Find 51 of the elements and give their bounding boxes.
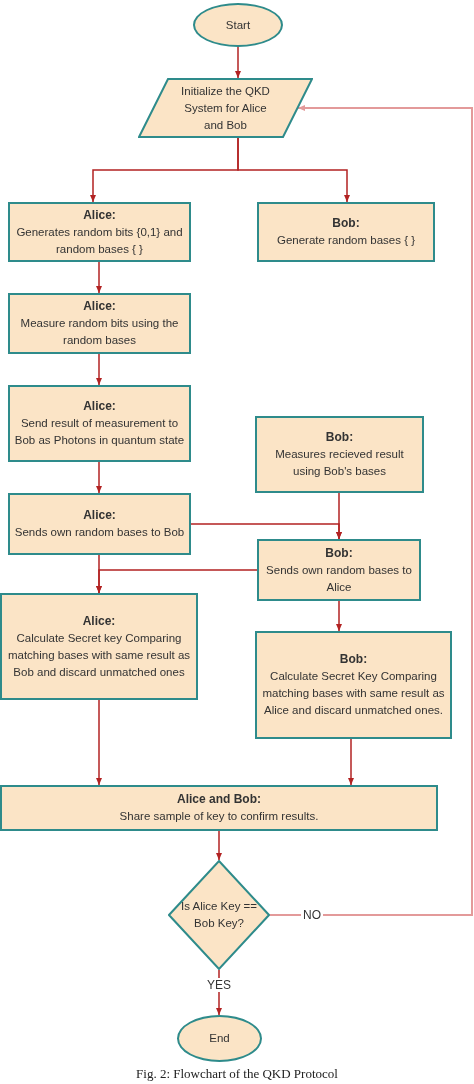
process-box [255,416,424,493]
node-heading: Alice: [82,612,116,630]
process-box [8,493,191,555]
node-heading: Alice and Bob: [177,791,261,808]
process-box [0,593,198,700]
node-heading: Alice: [83,298,116,315]
node-text: Sends own random bases to Bob [14,525,185,540]
node-text: Measure random bits using the random bases [19,316,180,348]
process-box [0,785,438,831]
node-text: Calculate Secret key Comparing matching bases with same result as Bob and discard unmatched ones [6,630,192,680]
edge-label: YES [205,978,233,992]
node-text: Generates random bits {0,1} and random bases { } [15,224,184,257]
node-heading: Bob: [325,429,354,446]
process-box [255,631,452,739]
arrow [96,461,102,494]
node-text: Is Alice Key == Bob Key? [179,899,259,931]
process-box [257,202,435,262]
node-text: Send result of measurement to Bob as Photons in quantum state [14,416,185,448]
arrow [237,137,350,203]
node-heading: Bob: [339,651,368,668]
node-text: Initialize the QKD System for Alice and Bob [180,83,271,133]
node-text: Share sample of key to confirm results. [119,809,319,824]
arrow [96,261,102,294]
process-box [257,539,421,601]
arrow [235,46,241,79]
node-heading: Alice: [83,398,116,415]
node-text: Start [225,17,251,33]
arrow [96,554,102,594]
decision-diamond [168,860,270,970]
arrow [96,353,102,386]
node-text: Measures recieved result using Bob's bases [274,447,405,479]
arrow [96,699,102,786]
node-heading: Bob: [325,544,353,562]
arrow [348,738,354,786]
node-text: Generate random bases { } [276,233,416,248]
figure-caption: Fig. 2: Flowchart of the QKD Protocol [135,1066,339,1082]
process-box [8,385,191,462]
arrow [336,492,342,540]
edge-label: NO [301,908,323,922]
node-heading: Alice: [83,206,116,224]
process-box [8,202,191,262]
node-heading: Alice: [83,507,116,524]
arrow [216,830,222,861]
node-text: Calculate Secret Key Comparing matching bases with same result as Alice and discard unmatched ones. [261,669,446,718]
node-text: Sends own random bases to Alice [265,562,413,595]
input-parallelogram [138,78,313,138]
process-box [8,293,191,354]
arrow [269,105,473,916]
node-text: End [209,1031,230,1046]
arrow [336,600,342,632]
node-heading: Bob: [332,215,360,232]
